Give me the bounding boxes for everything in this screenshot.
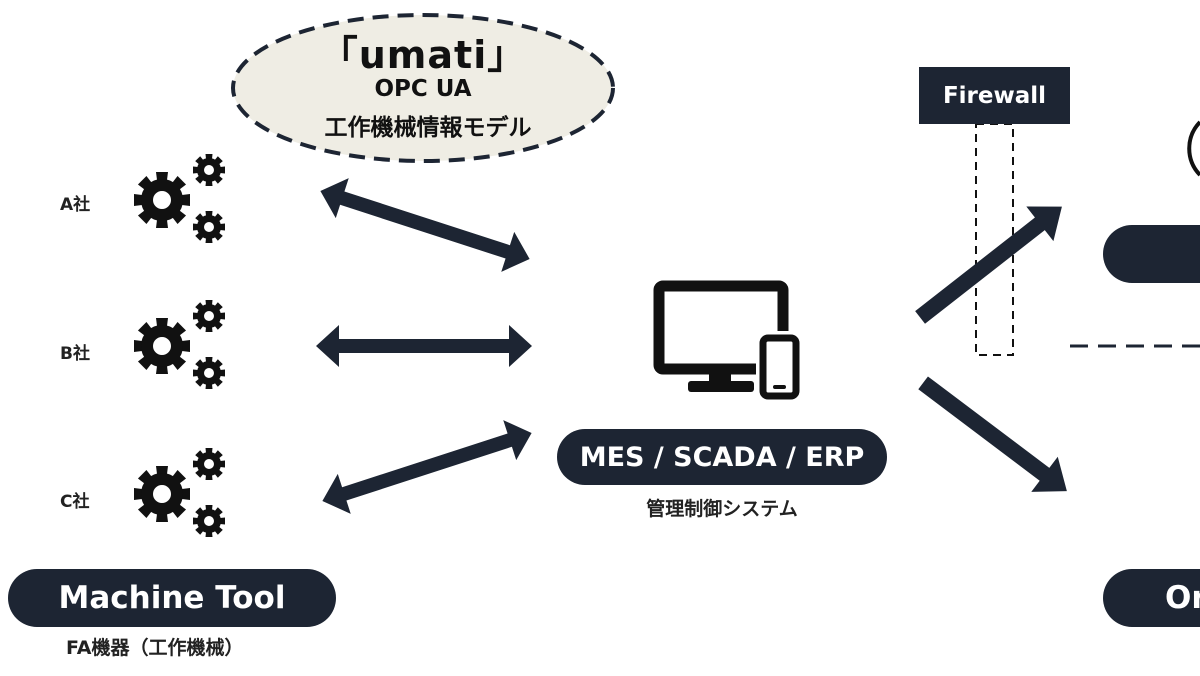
machine-tool-label: Machine Tool	[58, 580, 286, 616]
arrow-to-cloud	[915, 206, 1062, 324]
double-arrow-b	[316, 325, 532, 367]
firewall-box: Firewall	[919, 67, 1070, 124]
double-arrow-a	[320, 178, 530, 272]
mes-label: MES / SCADA / ERP	[579, 441, 865, 473]
umati-title: 「umati」	[319, 33, 527, 77]
computer-device-icon	[653, 280, 803, 403]
firewall-dashed-column	[975, 123, 1014, 356]
double-arrow-c	[322, 420, 532, 514]
right-top-pill	[1103, 225, 1200, 283]
arrow-to-onpremise	[918, 376, 1067, 492]
umati-ellipse	[231, 13, 615, 163]
partial-circle-shape	[1187, 120, 1200, 177]
umati-subtitle-line2: 工作機械情報モデル	[324, 115, 532, 141]
company-label-b: B社	[60, 344, 90, 364]
gear-cluster-icon-a	[134, 154, 225, 243]
machine-tool-pill: Machine Tool	[8, 569, 336, 627]
company-label-a: A社	[60, 195, 91, 215]
right-bottom-label: Or	[1165, 580, 1200, 616]
firewall-label: Firewall	[942, 82, 1047, 109]
gear-cluster-icon-b	[134, 300, 225, 389]
mes-pill: MES / SCADA / ERP	[557, 429, 887, 485]
mes-sublabel: 管理制御システム	[646, 498, 798, 520]
company-label-c: C社	[60, 492, 90, 512]
right-bottom-pill: Or	[1103, 569, 1200, 627]
umati-subtitle-line1: OPC UA	[374, 76, 472, 102]
gear-cluster-icon-c	[134, 448, 225, 537]
machine-tool-sublabel: FA機器（工作機械）	[66, 637, 244, 659]
